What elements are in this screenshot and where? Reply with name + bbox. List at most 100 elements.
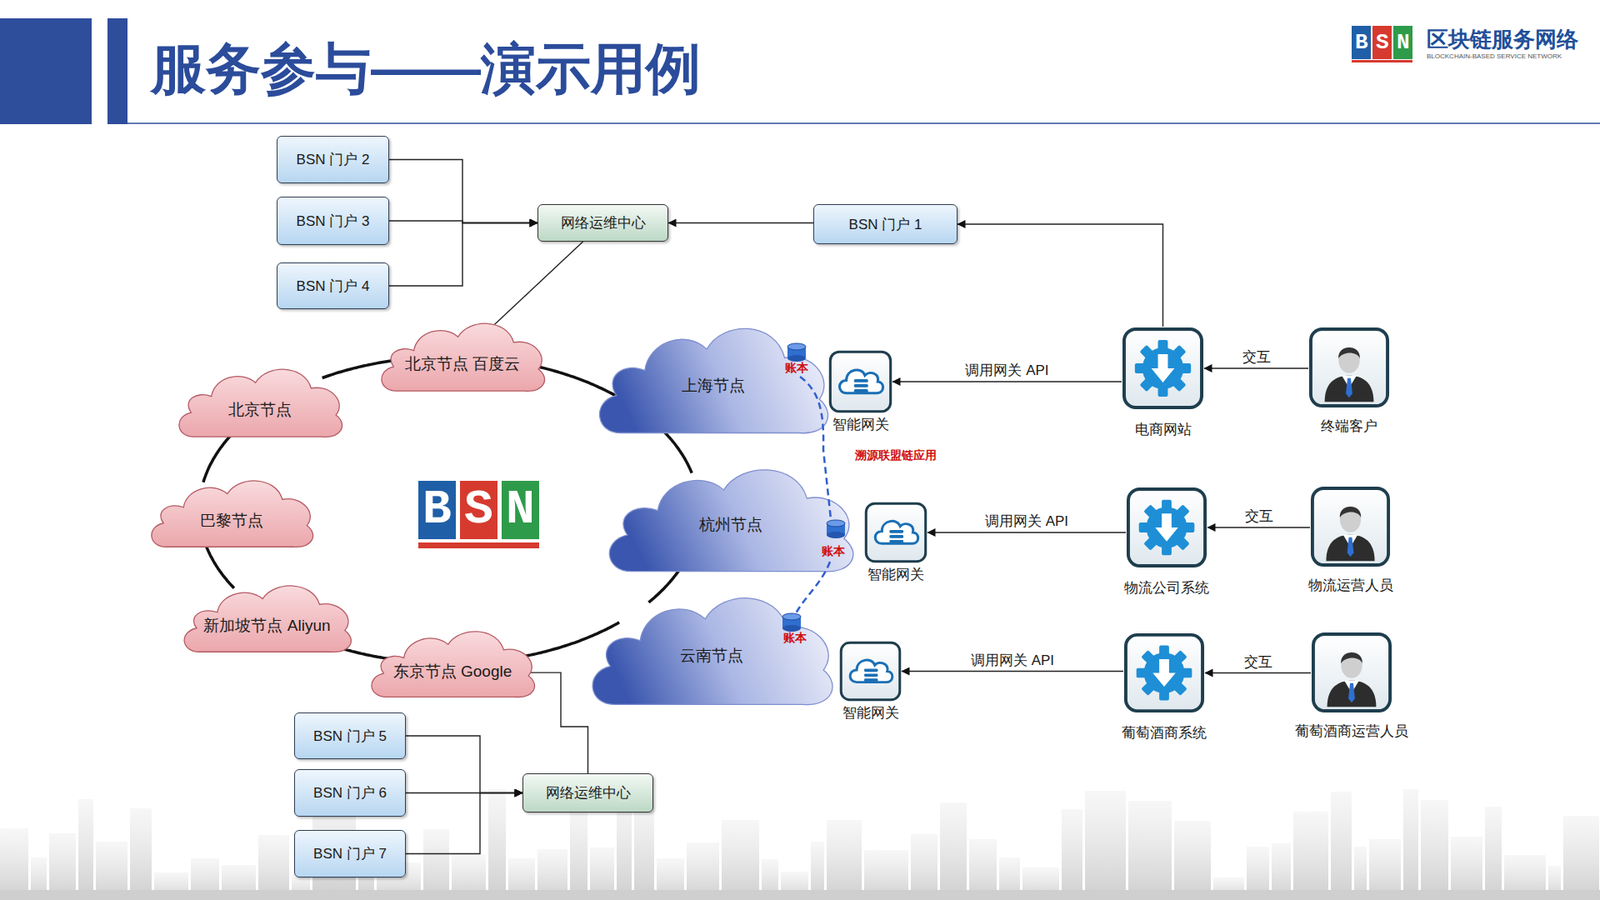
logo-bar (418, 542, 540, 549)
skyline-building (423, 829, 450, 900)
per-glyph (1310, 485, 1391, 568)
node-text: 智能网关 (842, 703, 900, 723)
cloud-shape (171, 360, 349, 441)
connector (389, 223, 538, 287)
node-text: 电商网站 (1135, 420, 1192, 440)
skyline-building (1563, 815, 1600, 900)
skyline-building (634, 798, 655, 900)
ledger-db (782, 613, 801, 632)
portal-box: BSN 门户 4 (276, 262, 390, 310)
ledger-db (826, 520, 845, 539)
connector (1207, 526, 1310, 528)
skyline-building (1485, 806, 1502, 900)
ops-center-box: 网络运维中心 (537, 204, 669, 242)
ops-center-box: 网络运维中心 (522, 773, 654, 813)
node-text: BSN 门户 6 (313, 783, 387, 803)
connector (1205, 672, 1311, 674)
node-text: 物流公司系统 (1124, 578, 1210, 598)
cloud-shape (176, 576, 358, 656)
edge-label: 调用网关 API (968, 650, 1057, 670)
sys-glyph (1121, 326, 1205, 410)
gw-glyph (839, 640, 902, 702)
cloud-shape (144, 471, 320, 551)
node-text: 东京节点 Google (393, 660, 513, 683)
node-text: BSN 门户 4 (296, 276, 370, 296)
edge-label: 交互 (1241, 652, 1275, 672)
portal-box: BSN 门户 1 (813, 204, 958, 245)
title-bar (107, 18, 128, 125)
per-glyph (1310, 631, 1393, 714)
cloud-shape (364, 622, 541, 701)
portal-box: BSN 门户 5 (294, 712, 406, 760)
node-text: 网络运维中心 (545, 783, 631, 803)
skyline-building (1403, 789, 1419, 900)
skyline-building (721, 820, 760, 900)
node-text: 智能网关 (867, 565, 925, 585)
node-text: 智能网关 (832, 415, 890, 435)
system-icon: 电商网站 (1121, 326, 1205, 410)
skyline-building (1085, 790, 1126, 900)
node-text: BSN 门户 1 (849, 215, 923, 235)
portal-box: BSN 门户 3 (276, 196, 390, 245)
logo-text: BSN (1351, 25, 1418, 60)
skyline-building (0, 828, 29, 900)
ground-strip (0, 890, 1600, 900)
app-label: 溯源联盟链应用 (855, 448, 937, 464)
node-text: 上海节点 (681, 375, 745, 397)
per-glyph (1308, 326, 1390, 409)
slide-title: 服务参与——演示用例 (150, 31, 701, 107)
user-icon: 物流运营人员 (1310, 485, 1391, 568)
portal-box: BSN 门户 2 (276, 135, 390, 184)
ledger-db (787, 343, 806, 362)
skyline-building (940, 802, 967, 900)
skyline-building (130, 808, 152, 900)
logo-subtitle: BLOCKCHAIN-BASED SERVICE NETWORK (1426, 52, 1562, 60)
title-bar (0, 18, 92, 125)
node-text: 网络运维中心 (560, 213, 646, 233)
skyline-building (826, 820, 862, 900)
sys-glyph (1125, 486, 1208, 569)
node-text: 终端客户 (1320, 416, 1378, 436)
node-cloud: 北京节点 百度云 (374, 314, 551, 395)
city-skyline (0, 789, 1600, 900)
skyline-building (1061, 809, 1083, 900)
smart-gateway: 智能网关 (864, 501, 928, 564)
edge-label: 调用网关 API (962, 360, 1051, 380)
connector (492, 241, 583, 327)
main-node-cloud: 云南节点 (581, 583, 842, 711)
node-cloud: 巴黎节点 (144, 471, 320, 551)
node-text: 新加坡节点 Aliyun (203, 615, 330, 637)
sys-glyph (1123, 632, 1205, 714)
skyline-building (1174, 820, 1211, 900)
user-icon: 葡萄酒商运营人员 (1310, 631, 1393, 714)
node-text: 葡萄酒商运营人员 (1295, 721, 1409, 741)
edge-label: 调用网关 API (982, 511, 1071, 531)
logo-bar (1351, 60, 1413, 63)
skyline-building (1420, 800, 1449, 900)
system-icon: 葡萄酒商系统 (1123, 632, 1205, 714)
skyline-building (1128, 800, 1172, 900)
node-text: BSN 门户 5 (313, 726, 387, 746)
ledger-label: 账本 (783, 630, 807, 646)
ledger-label: 账本 (821, 544, 845, 560)
connector (389, 160, 538, 224)
node-text: BSN 门户 7 (313, 844, 387, 864)
main-node-cloud: 杭州节点 (598, 455, 863, 578)
node-text: 云南节点 (680, 645, 744, 667)
connector (957, 224, 1164, 327)
ring-link (515, 622, 620, 659)
user-icon: 终端客户 (1308, 326, 1390, 409)
ledger-label: 账本 (785, 360, 809, 376)
node-cloud: 北京节点 (171, 360, 349, 441)
cloud-shape (374, 314, 551, 395)
gw-glyph (828, 350, 893, 414)
logo-title: 区块链服务网络 (1426, 25, 1579, 55)
main-node-cloud: 上海节点 (589, 314, 837, 440)
system-icon: 物流公司系统 (1125, 486, 1208, 569)
node-text: 巴黎节点 (200, 510, 264, 532)
portal-box: BSN 门户 6 (294, 769, 406, 817)
